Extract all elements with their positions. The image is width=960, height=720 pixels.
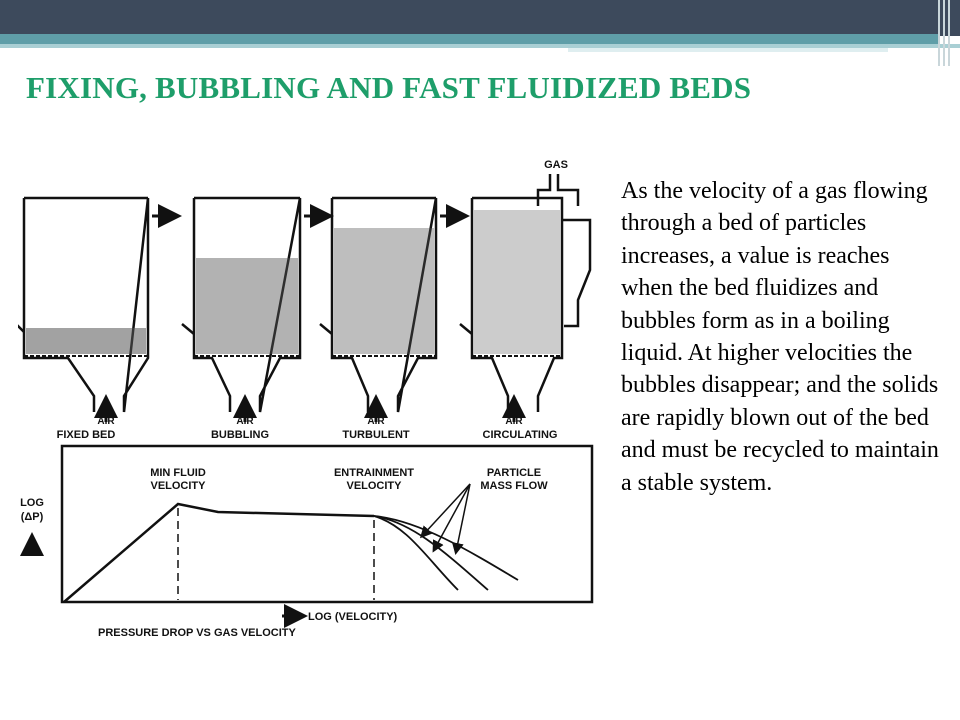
accent-line-left	[568, 48, 888, 52]
reactor-circulating-label: CIRCULATING	[483, 429, 558, 441]
fluidized-bed-figure: AIR FIXED BED AIR BUBBLING AIR TURBULENT…	[18, 159, 594, 639]
entrainment-velocity-line1: ENTRAINMENT	[334, 467, 414, 479]
reactor-bubbling-air-label: AIR	[236, 416, 254, 427]
top-bar	[0, 0, 960, 36]
reactor-turbulent-label: TURBULENT	[342, 429, 409, 441]
gas-label: GAS	[544, 159, 568, 171]
graph-caption: PRESSURE DROP VS GAS VELOCITY	[98, 627, 297, 639]
reactor-fixed-bed	[18, 196, 182, 422]
min-fluid-velocity-line2: VELOCITY	[150, 480, 206, 492]
reactor-fixed-bed-label: FIXED BED	[57, 429, 116, 441]
x-axis-label: LOG (VELOCITY)	[308, 611, 398, 623]
pressure-drop-graph	[20, 444, 594, 628]
slide-title: FIXING, BUBBLING AND FAST FLUIDIZED BEDS	[26, 70, 752, 105]
reactor-turbulent-air-label: AIR	[367, 416, 385, 427]
y-axis-label-line2: (ΔP)	[21, 511, 44, 523]
entrainment-velocity-line2: VELOCITY	[346, 480, 402, 492]
reactor-bubbling	[181, 196, 334, 422]
particle-mass-flow-line1: PARTICLE	[487, 467, 541, 479]
reactor-fixed-bed-air-label: AIR	[97, 416, 115, 427]
corner-decoration	[938, 0, 950, 66]
particle-mass-flow-line2: MASS FLOW	[480, 480, 548, 492]
min-fluid-velocity-line1: MIN FLUID	[150, 467, 206, 479]
top-stripe-light	[0, 44, 960, 48]
reactor-circulating	[459, 174, 592, 422]
reactor-circulating-air-label: AIR	[505, 416, 523, 427]
reactor-bubbling-label: BUBBLING	[211, 429, 269, 441]
top-stripe	[0, 34, 940, 44]
y-axis-label-line1: LOG	[20, 497, 44, 509]
reactor-turbulent	[319, 196, 470, 422]
slide-body-text: As the velocity of a gas flowing through…	[621, 178, 939, 496]
